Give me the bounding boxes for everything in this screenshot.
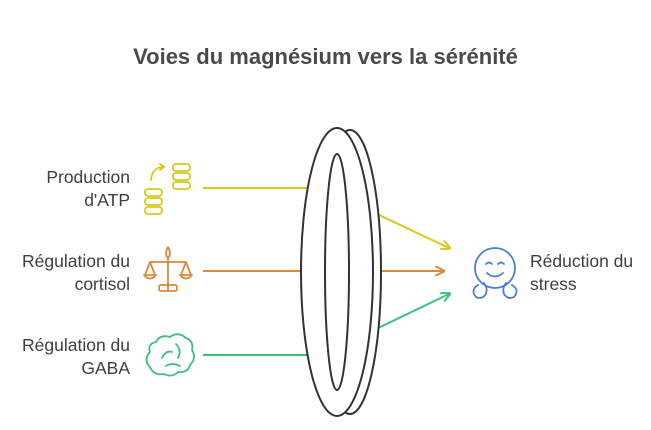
- label-cortisol: Régulation du cortisol: [22, 251, 130, 294]
- balance-scale-icon: [143, 246, 193, 292]
- label-gaba: Régulation du GABA: [22, 335, 130, 378]
- label-atp: Production d'ATP: [46, 167, 130, 210]
- database-sync-icon: [144, 163, 191, 215]
- lens-icon: [300, 127, 382, 417]
- diagram-title: Voies du magnésium vers la sérénité: [133, 44, 518, 69]
- label-output: Réduction du stress: [530, 251, 634, 294]
- smiling-face-icon: [472, 247, 518, 299]
- brain-icon: [145, 333, 195, 377]
